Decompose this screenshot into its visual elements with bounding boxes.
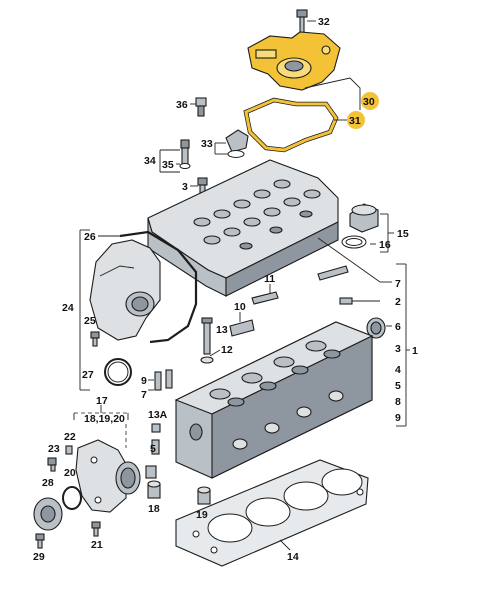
part-30-cover xyxy=(247,31,361,110)
label-7-left: 7 xyxy=(141,389,147,401)
label-9-right: 9 xyxy=(395,412,401,424)
label-2: 2 xyxy=(395,296,401,308)
label-24: 24 xyxy=(62,302,74,314)
part-26-gasket xyxy=(98,230,198,344)
cylinder-head xyxy=(174,321,374,479)
label-27: 27 xyxy=(82,369,94,381)
bracket-17 xyxy=(73,405,129,420)
part-5-bolt xyxy=(151,439,160,455)
label-4: 4 xyxy=(395,364,401,376)
label-1: 1 xyxy=(412,345,418,357)
part-36-sensor xyxy=(190,97,207,117)
label-13: 13 xyxy=(216,324,228,336)
part-10-pin xyxy=(229,312,255,337)
label-20: 20 xyxy=(64,467,76,479)
part-31-gasket xyxy=(243,97,350,153)
cylinder-head-ports xyxy=(189,340,344,450)
callout-30: 30 xyxy=(361,92,379,110)
part-29-bolt xyxy=(35,533,45,549)
label-30: 30 xyxy=(363,96,375,108)
part-17-housing xyxy=(75,439,141,513)
part-11-pin xyxy=(251,284,279,305)
label-36: 36 xyxy=(176,99,188,111)
label-15: 15 xyxy=(397,228,409,240)
label-17: 17 xyxy=(96,395,108,407)
part-13-stud xyxy=(201,317,213,355)
label-18: 18 xyxy=(148,503,160,515)
part-12-washer xyxy=(200,349,221,364)
label-13a: 13A xyxy=(148,409,168,421)
part-24-timing-cover xyxy=(89,239,161,341)
label-31: 31 xyxy=(349,115,361,127)
part-7-rail xyxy=(317,265,349,281)
part-20-seal xyxy=(62,486,82,510)
part-labels: 32 30 31 36 33 34 35 3 15 16 26 7 2 11 1… xyxy=(33,16,418,563)
label-16: 16 xyxy=(379,239,391,251)
label-21: 21 xyxy=(91,539,103,551)
callout-31: 31 xyxy=(347,111,365,129)
part-27-seal xyxy=(104,358,132,386)
label-10: 10 xyxy=(234,301,246,313)
bracket-24 xyxy=(79,229,90,391)
part-6-plug xyxy=(366,317,392,339)
label-28: 28 xyxy=(42,477,54,489)
label-19: 19 xyxy=(196,509,208,521)
part-23-bolt xyxy=(47,457,57,472)
label-29: 29 xyxy=(33,551,45,563)
part-9-dowels xyxy=(148,369,173,391)
bracket-1 xyxy=(396,263,410,427)
label-22: 22 xyxy=(64,431,76,443)
label-14: 14 xyxy=(287,551,299,563)
label-5-right: 5 xyxy=(395,380,401,392)
label-25: 25 xyxy=(84,315,96,327)
label-7: 7 xyxy=(395,278,401,290)
label-8: 8 xyxy=(395,396,401,408)
part-28-pulley xyxy=(33,497,63,531)
part-22-pin xyxy=(65,445,73,455)
part-21-bolt xyxy=(91,521,101,537)
label-12: 12 xyxy=(221,344,233,356)
part-19-sleeve xyxy=(197,486,211,505)
valve-cover-bosses xyxy=(193,179,321,250)
part-34-35-sensor xyxy=(159,139,191,173)
part-18-sleeve xyxy=(147,480,161,499)
label-33: 33 xyxy=(201,138,213,150)
label-32: 32 xyxy=(318,16,330,28)
label-6: 6 xyxy=(395,321,401,333)
part-15-16-oil-cap xyxy=(341,203,394,253)
part-13a-plug xyxy=(151,423,161,433)
label-9: 9 xyxy=(141,375,147,387)
label-23: 23 xyxy=(48,443,60,455)
label-3-top: 3 xyxy=(182,181,188,193)
part-33-valve xyxy=(214,129,249,158)
label-11: 11 xyxy=(264,273,275,285)
part-7-sleeve xyxy=(145,465,157,479)
label-5-left: 5 xyxy=(150,443,156,455)
label-35: 35 xyxy=(162,159,174,171)
part-14-head-gasket xyxy=(175,459,369,567)
part-2-pin xyxy=(339,297,380,305)
label-26: 26 xyxy=(84,231,96,243)
label-34: 34 xyxy=(144,155,156,167)
label-3-right: 3 xyxy=(395,343,401,355)
label-18-19-20: 18,19,20 xyxy=(84,413,125,425)
part-25-bolt xyxy=(90,331,100,347)
